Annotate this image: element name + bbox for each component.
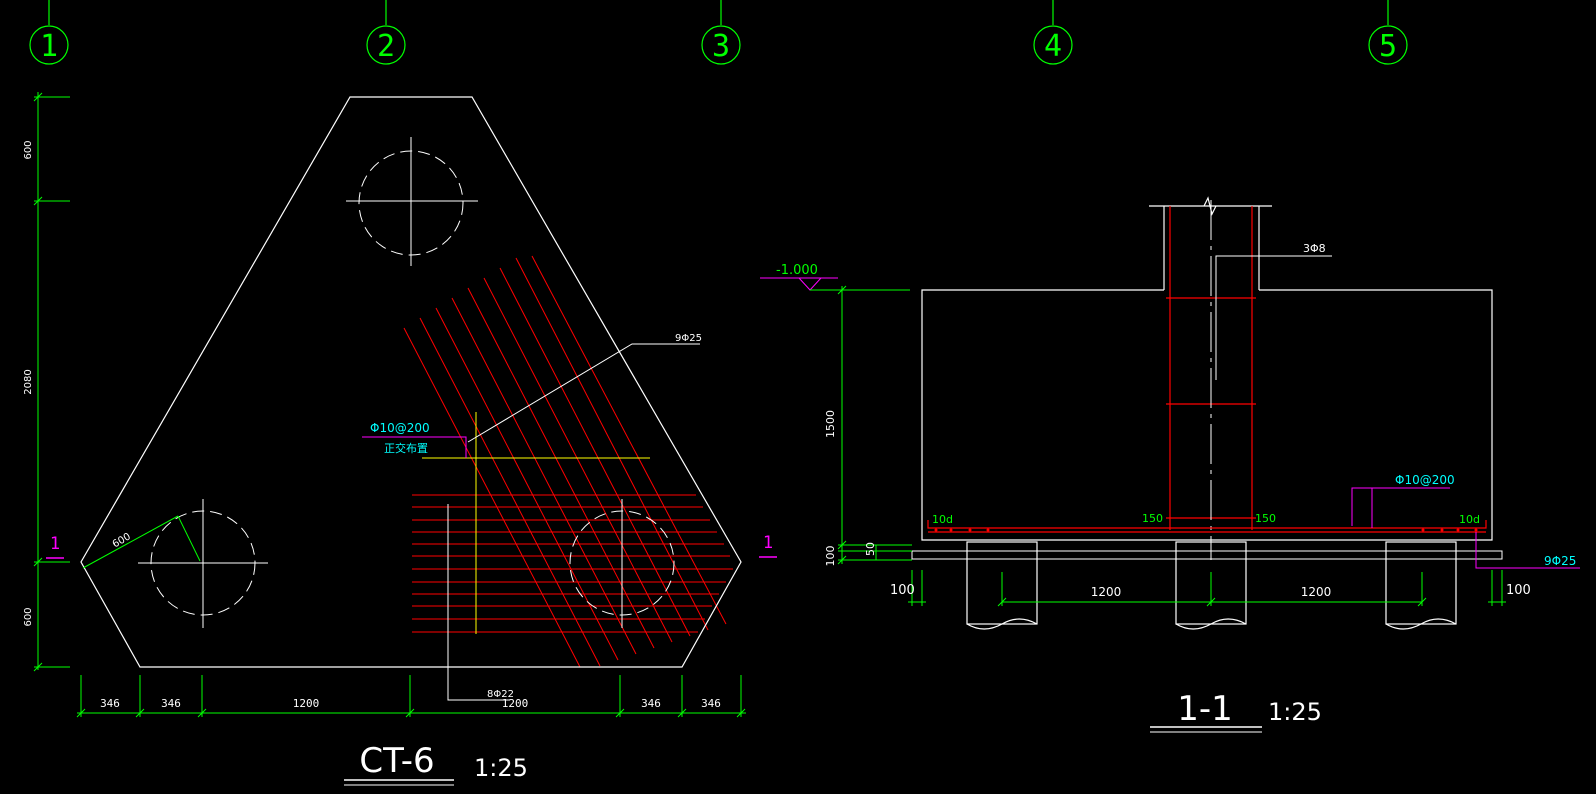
plan-label-8phi22: 8Φ22 <box>487 689 514 700</box>
plan-section-mark-left: 1 <box>46 534 64 559</box>
plan-leader-diagonal-rebar <box>467 343 700 443</box>
axis-label-2: 2 <box>377 29 395 64</box>
plan-dim-346-1: 346 <box>100 697 120 710</box>
section-dim-100-right: 100 <box>1506 583 1531 598</box>
plan-dim-346-4: 346 <box>701 697 721 710</box>
section-dim-1200-1: 1200 <box>1091 585 1122 599</box>
section-label-phi10-200: Φ10@200 <box>1395 473 1455 487</box>
section-edge-dims <box>908 570 1506 606</box>
section-pile-right <box>1385 541 1457 630</box>
plan-corner-dimension <box>82 515 201 569</box>
plan-axis-lines <box>422 412 650 634</box>
section-leader-phi10-200 <box>1351 487 1450 526</box>
plan-dim-2080: 2080 <box>23 369 34 394</box>
svg-text:1: 1 <box>763 533 773 553</box>
section-title: 1-1 <box>1177 689 1233 729</box>
plan-pile-right <box>569 499 675 628</box>
section-rebar-dots <box>934 528 1478 532</box>
plan-label-orthogonal: 正交布置 <box>384 441 428 455</box>
plan-section-mark-right: 1 <box>759 533 777 558</box>
axis-label-3: 3 <box>712 29 730 64</box>
section-elevation-label: -1.000 <box>776 263 818 278</box>
section-elevation-mark <box>760 277 910 291</box>
section-height-dimension <box>837 285 912 565</box>
section-dim-50: 50 <box>864 542 877 556</box>
plan-dim-346-3: 346 <box>641 697 661 710</box>
section-dim-100-vert: 100 <box>824 546 837 567</box>
plan-scale: 1:25 <box>474 754 528 782</box>
plan-bottom-dimension <box>76 675 746 718</box>
plan-title: CT-6 <box>359 741 434 781</box>
section-leader-9phi25 <box>1475 532 1580 569</box>
section-piles <box>966 541 1457 630</box>
section-cushion-layer <box>911 550 1503 560</box>
plan-rebar-diagonal <box>403 255 727 668</box>
axis-bubble-3: 3 <box>701 0 741 65</box>
plan-leader-horizontal-rebar <box>447 504 510 701</box>
plan-leader-spacing <box>362 436 467 458</box>
section-view: -1.000 <box>760 196 1580 733</box>
section-label-150-right: 150 <box>1255 512 1276 525</box>
axis-label-1: 1 <box>40 29 58 64</box>
plan-dim-600-bottom: 600 <box>23 607 34 626</box>
section-dim-1200-2: 1200 <box>1301 585 1332 599</box>
plan-dim-1200-1: 1200 <box>293 697 320 710</box>
section-cap-outline <box>921 289 1493 541</box>
section-pile-dimension <box>997 572 1427 607</box>
axis-label-5: 5 <box>1379 29 1397 64</box>
section-label-10d-right: 10d <box>1459 513 1480 526</box>
axis-bubble-2: 2 <box>366 0 406 65</box>
plan-left-dimension <box>33 92 70 672</box>
axis-label-4: 4 <box>1044 29 1062 64</box>
plan-pile-top <box>346 137 478 266</box>
section-label-10d-left: 10d <box>932 513 953 526</box>
section-bottom-rebar <box>927 520 1487 533</box>
section-pile-left <box>966 541 1038 630</box>
plan-corner-dim-600: 600 <box>111 531 133 550</box>
axis-bubbles: 1 2 3 4 5 <box>29 0 1408 65</box>
plan-view: 600 2080 600 346 346 1200 1200 346 <box>23 92 777 786</box>
section-label-9phi25: 9Φ25 <box>1544 554 1576 568</box>
section-label-3phi8: 3Φ8 <box>1303 242 1326 255</box>
axis-bubble-4: 4 <box>1033 0 1073 65</box>
plan-rebar-horizontal <box>412 494 733 633</box>
section-label-150-left: 150 <box>1142 512 1163 525</box>
axis-bubble-1: 1 <box>29 0 69 65</box>
axis-bubble-5: 5 <box>1368 0 1408 65</box>
plan-label-9phi25: 9Φ25 <box>675 333 702 344</box>
plan-dim-346-2: 346 <box>161 697 181 710</box>
plan-label-phi10-200: Φ10@200 <box>370 421 430 435</box>
section-leader-3phi8 <box>1215 255 1332 380</box>
plan-pile-left <box>138 499 268 628</box>
section-dim-1500: 1500 <box>824 410 837 438</box>
section-scale: 1:25 <box>1268 698 1322 726</box>
plan-dim-600-top: 600 <box>23 140 34 159</box>
pile-cap-outline <box>80 96 742 668</box>
svg-text:1: 1 <box>50 534 60 554</box>
section-dim-100-left: 100 <box>890 583 915 598</box>
